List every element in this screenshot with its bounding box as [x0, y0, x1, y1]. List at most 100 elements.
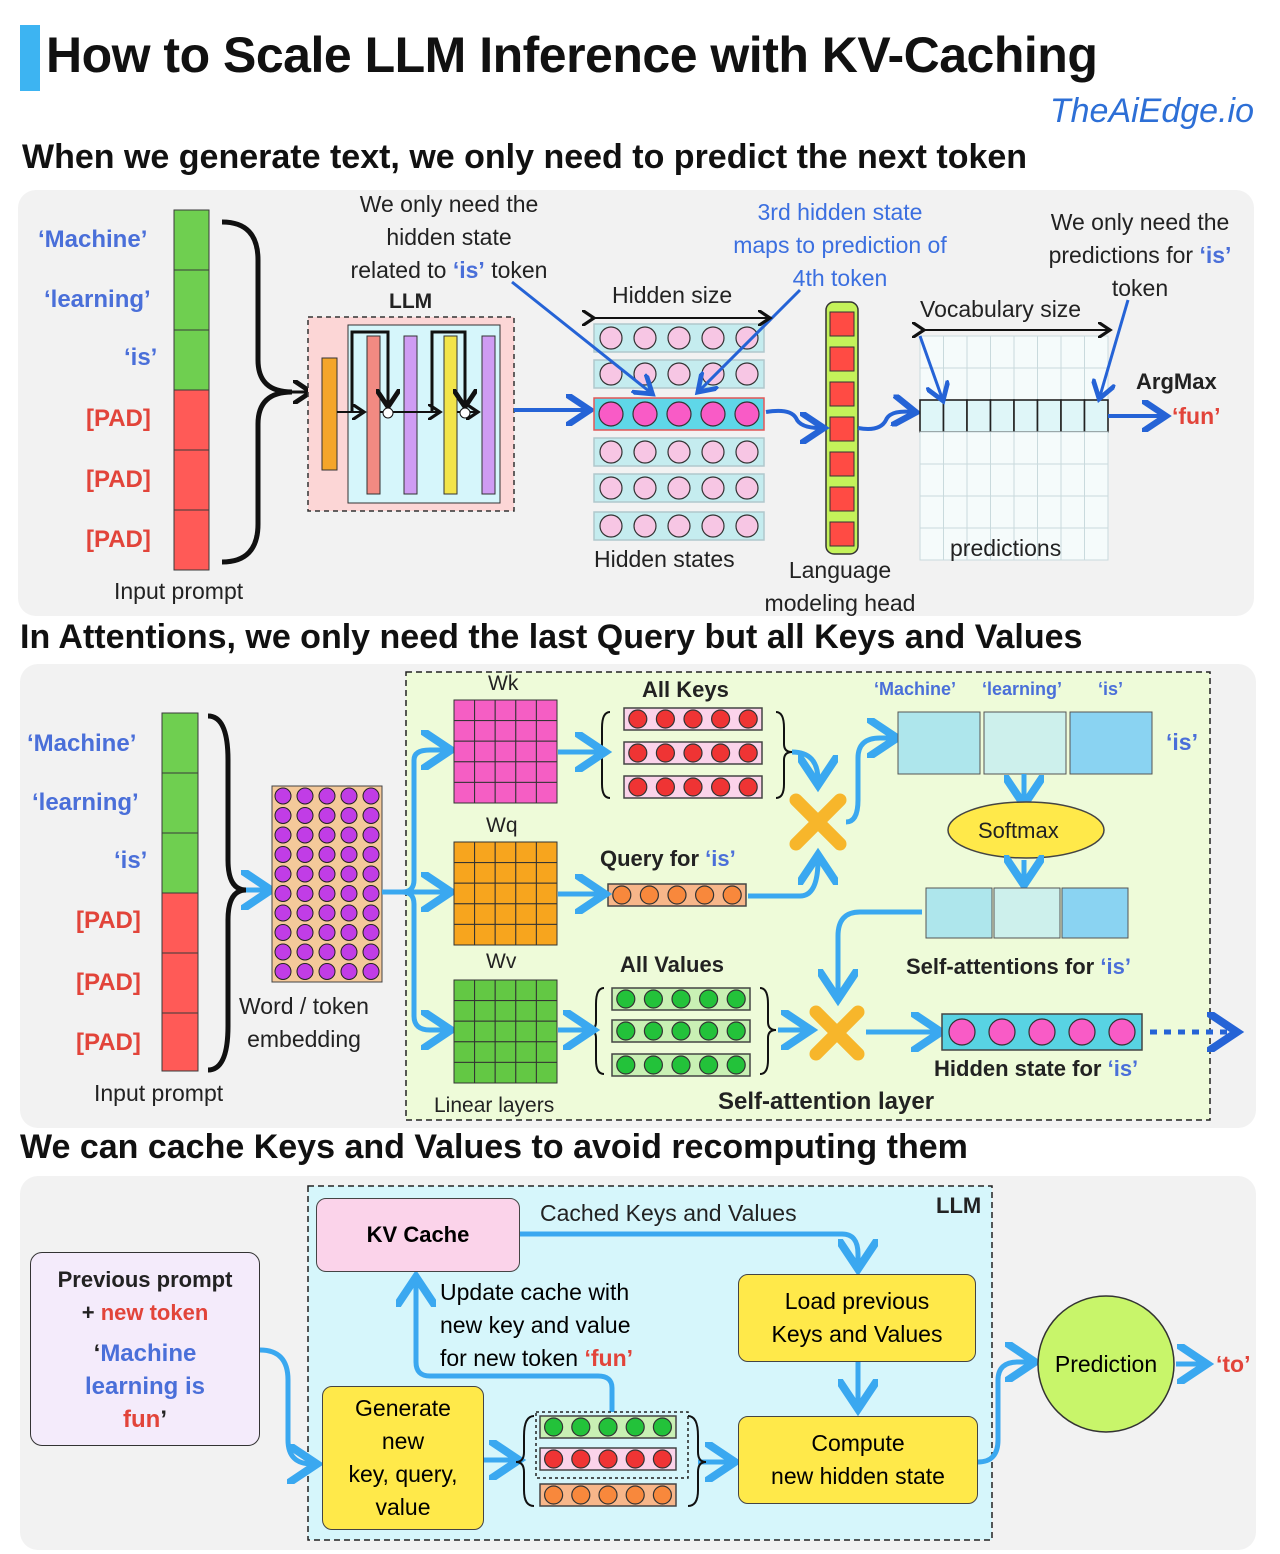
s2-multiply-keys-query-icon — [789, 793, 847, 851]
s2-embedding-grid — [271, 785, 383, 983]
prediction-cell — [1036, 399, 1062, 433]
prediction-cell — [966, 431, 991, 465]
prediction-cell — [1060, 527, 1085, 561]
s3-prediction-label: Prediction — [1054, 1350, 1158, 1377]
prediction-cell — [943, 335, 968, 369]
embedding-dot — [318, 963, 336, 980]
embedding-dot — [274, 904, 292, 922]
s2-token-is: ‘is’ — [114, 847, 148, 874]
embedding-dot — [318, 924, 336, 941]
s2-row-is: ‘is’ — [1166, 729, 1198, 755]
s1-llm-label: LLM — [389, 290, 433, 313]
prediction-cell — [1060, 431, 1085, 465]
s2-attention-scores — [897, 711, 1153, 775]
embedding-dot — [296, 826, 314, 844]
embedding-dot — [318, 787, 336, 805]
prediction-cell — [919, 431, 944, 465]
prediction-cell — [1013, 367, 1038, 401]
embedding-dot — [340, 885, 358, 902]
embedding-dot — [362, 787, 380, 805]
embedding-dot — [362, 943, 380, 961]
s1-token-pad-3: [PAD] — [86, 526, 151, 553]
s1-hidden-states-label: Hidden states — [594, 546, 735, 572]
new-key-row — [539, 1447, 677, 1471]
s2-multiply-values-icon — [809, 1005, 865, 1061]
embedding-dot — [296, 943, 314, 961]
prediction-cell — [1037, 463, 1062, 497]
s1-llm-block — [307, 316, 515, 512]
lm-head-cell — [829, 381, 855, 407]
embedding-dot — [274, 963, 292, 980]
prediction-cell — [943, 463, 968, 497]
new-value-row — [539, 1415, 677, 1439]
prediction-cell — [1084, 495, 1109, 529]
embedding-dot — [340, 904, 358, 922]
key-row — [623, 775, 763, 799]
s2-wq-label: Wq — [486, 814, 518, 837]
section2-title: In Attentions, we only need the last Que… — [20, 618, 1083, 656]
prediction-cell — [1013, 463, 1038, 497]
s3-generate-box: Generate new key, query, value — [322, 1386, 484, 1530]
prediction-cell — [966, 463, 991, 497]
embedding-dot — [362, 807, 380, 824]
embedding-dot — [318, 865, 336, 883]
prediction-cell — [943, 495, 968, 529]
prediction-cell — [990, 495, 1015, 529]
embedding-dot — [318, 826, 336, 844]
s1-argmax-label: ArgMax — [1136, 369, 1217, 394]
s1-vocab-size-label: Vocabulary size — [920, 296, 1082, 322]
s3-llm-label: LLM — [936, 1193, 982, 1218]
embedding-dot — [296, 885, 314, 902]
s2-hidden-for-label: Hidden state for ‘is’ — [934, 1056, 1139, 1081]
lm-head-cell — [829, 486, 855, 512]
s2-attention-weights — [925, 887, 1129, 939]
s3-cached-label: Cached Keys and Values — [540, 1200, 797, 1226]
lm-head-cell — [829, 521, 855, 547]
s2-col-machine: ‘Machine’ — [874, 679, 957, 699]
embedding-dot — [362, 846, 380, 863]
key-row — [623, 707, 763, 731]
embedding-dot — [362, 924, 380, 941]
s1-pred-note: We only need the predictions for ‘is’ to… — [1048, 209, 1232, 301]
s2-linear-layers-label: Linear layers — [434, 1094, 555, 1117]
embedding-dot — [318, 904, 336, 922]
wk-matrix — [453, 699, 558, 804]
s1-token-machine: ‘Machine’ — [38, 226, 148, 253]
s2-token-learning: ‘learning’ — [32, 789, 139, 816]
embedding-dot — [340, 787, 358, 805]
embedding-dot — [340, 865, 358, 883]
hidden-state-output — [941, 1013, 1143, 1051]
s2-col-is: ‘is’ — [1098, 679, 1124, 699]
lm-head-cell — [829, 311, 855, 337]
embedding-dot — [318, 807, 336, 824]
prediction-cell — [966, 367, 991, 401]
prediction-cell — [990, 463, 1015, 497]
value-row — [611, 1053, 751, 1077]
prediction-cell — [919, 463, 944, 497]
prediction-cell — [966, 399, 992, 433]
embedding-dot — [274, 826, 292, 844]
hidden-state-row — [593, 397, 765, 431]
s2-softmax-label: Softmax — [978, 818, 1059, 843]
prediction-cell — [943, 431, 968, 465]
wv-matrix — [453, 979, 558, 1084]
prediction-cell — [1060, 463, 1085, 497]
s2-token-column — [161, 712, 199, 1072]
s1-third-hidden-note: 3rd hidden state maps to prediction of 4… — [733, 199, 947, 291]
s3-previous-prompt-box: Previous prompt + new token ‘Machine lea… — [30, 1252, 260, 1446]
prediction-cell — [1037, 495, 1062, 529]
s3-update-note: Update cache with new key and value for … — [440, 1279, 634, 1371]
s2-token-pad-3: [PAD] — [76, 1029, 141, 1056]
query-row — [607, 883, 747, 907]
embedding-dot — [318, 885, 336, 902]
hidden-state-row — [593, 323, 765, 353]
brand-label: TheAiEdge.io — [1049, 92, 1254, 130]
lm-head-cell — [829, 451, 855, 477]
embedding-dot — [362, 865, 380, 883]
embedding-dot — [274, 846, 292, 863]
s1-lm-head-label: Language modeling head — [764, 557, 916, 616]
s2-embedding-label: Word / token embedding — [239, 993, 369, 1052]
hidden-state-row — [593, 437, 765, 467]
embedding-dot — [274, 787, 292, 805]
prediction-cell — [1013, 431, 1038, 465]
